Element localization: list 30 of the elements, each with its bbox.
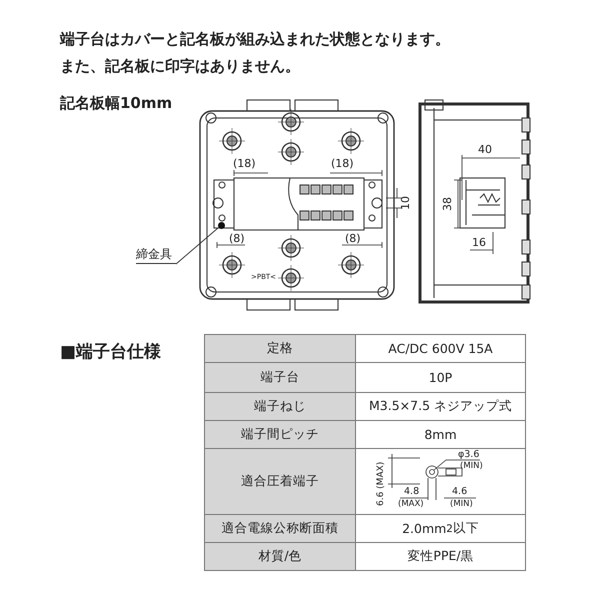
dimension-text: 40 (478, 143, 492, 156)
value-cell: AC/DC 600V 15A (355, 334, 526, 363)
dimension-text: 4.6 (452, 486, 468, 497)
dimension-text: (18) (331, 157, 354, 170)
section-heading: ■端子台仕様 (60, 341, 162, 363)
dimension-text: 16 (472, 236, 486, 249)
dimension-text: 38 (441, 197, 454, 211)
header-cell: 端子台 (204, 362, 356, 393)
dimension-text: 4.8 (404, 486, 420, 497)
header-cell: 材質/色 (204, 542, 356, 571)
header-cell: 定格 (204, 334, 356, 363)
header-cell: 適合電線公称断面積 (204, 514, 356, 543)
note-text: 端子台はカバーと記名板が組み込まれた状態となります。 (60, 30, 450, 49)
dimension-text: (8) (345, 232, 361, 245)
header-cell: 適合圧着端子 (204, 448, 356, 515)
dimension-text: 10 (399, 196, 412, 210)
header-cell: 端子間ピッチ (204, 420, 356, 449)
dimension-text: (MIN) (450, 499, 473, 509)
dimension-text: 6.6 (MAX) (376, 462, 386, 506)
heading-text: 記名板幅10mm (60, 94, 172, 113)
dimension-text: (MIN) (460, 461, 483, 471)
dimension-text: (8) (229, 232, 245, 245)
note-text: また、記名板に印字はありません。 (60, 57, 300, 76)
part-label: 締金具 (136, 246, 176, 264)
dimension-text: (18) (233, 157, 256, 170)
leader-line (176, 228, 218, 264)
dimension-text: (MAX) (398, 499, 424, 509)
header-cell: 端子ねじ (204, 392, 356, 421)
value-cell: 変性PPE/黒 (355, 542, 526, 571)
dimension-text: φ3.6 (458, 449, 480, 460)
